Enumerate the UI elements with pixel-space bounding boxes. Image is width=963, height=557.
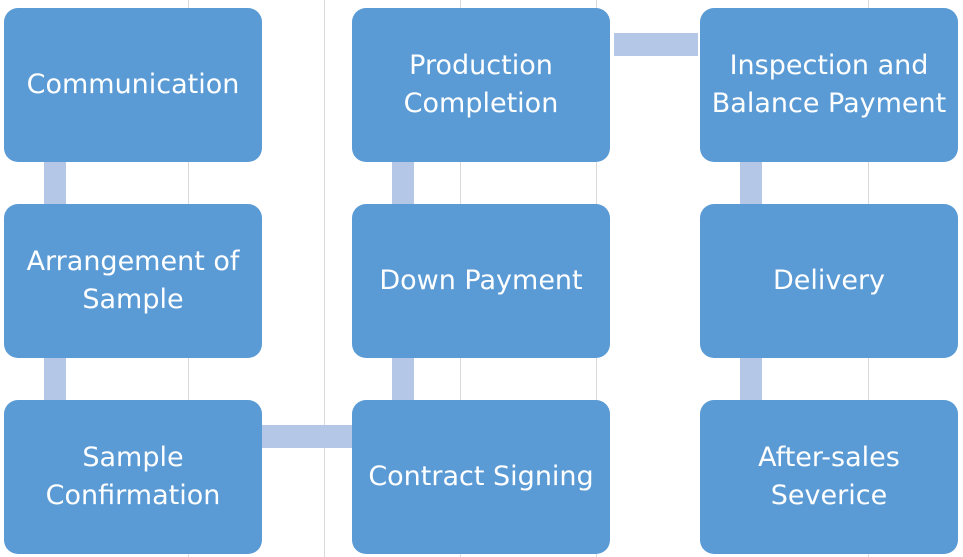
connector-production-to-inspection (614, 33, 698, 56)
step-after-sales-severice: After-sales Severice (700, 400, 958, 554)
connector-delivery-to-aftersales (740, 358, 762, 400)
step-label: Sample Confirmation (45, 442, 221, 511)
step-production-completion: Production Completion (352, 8, 610, 162)
step-label: After-sales Severice (758, 442, 900, 511)
connector-arrangement-to-confirmation (44, 358, 66, 400)
connector-communication-to-arrangement (44, 162, 66, 204)
step-label: Down Payment (379, 265, 583, 296)
step-delivery: Delivery (700, 204, 958, 358)
step-down-payment: Down Payment (352, 204, 610, 358)
connector-contract-to-downpayment (392, 358, 414, 400)
step-label: Contract Signing (368, 461, 594, 492)
step-sample-confirmation: Sample Confirmation (4, 400, 262, 554)
step-communication: Communication (4, 8, 262, 162)
step-label: Arrangement of Sample (26, 246, 240, 315)
connector-confirmation-to-contract (262, 425, 352, 448)
connector-inspection-to-delivery (740, 162, 762, 204)
step-label: Delivery (772, 265, 886, 296)
step-arrangement-of-sample: Arrangement of Sample (4, 204, 262, 358)
connector-downpayment-to-production (392, 162, 414, 204)
step-label: Production Completion (403, 50, 559, 119)
step-label: Inspection and Balance Payment (711, 50, 947, 119)
step-inspection-and-balance-payment: Inspection and Balance Payment (700, 8, 958, 162)
gridline (324, 0, 325, 557)
step-contract-signing: Contract Signing (352, 400, 610, 554)
step-label: Communication (26, 69, 240, 100)
